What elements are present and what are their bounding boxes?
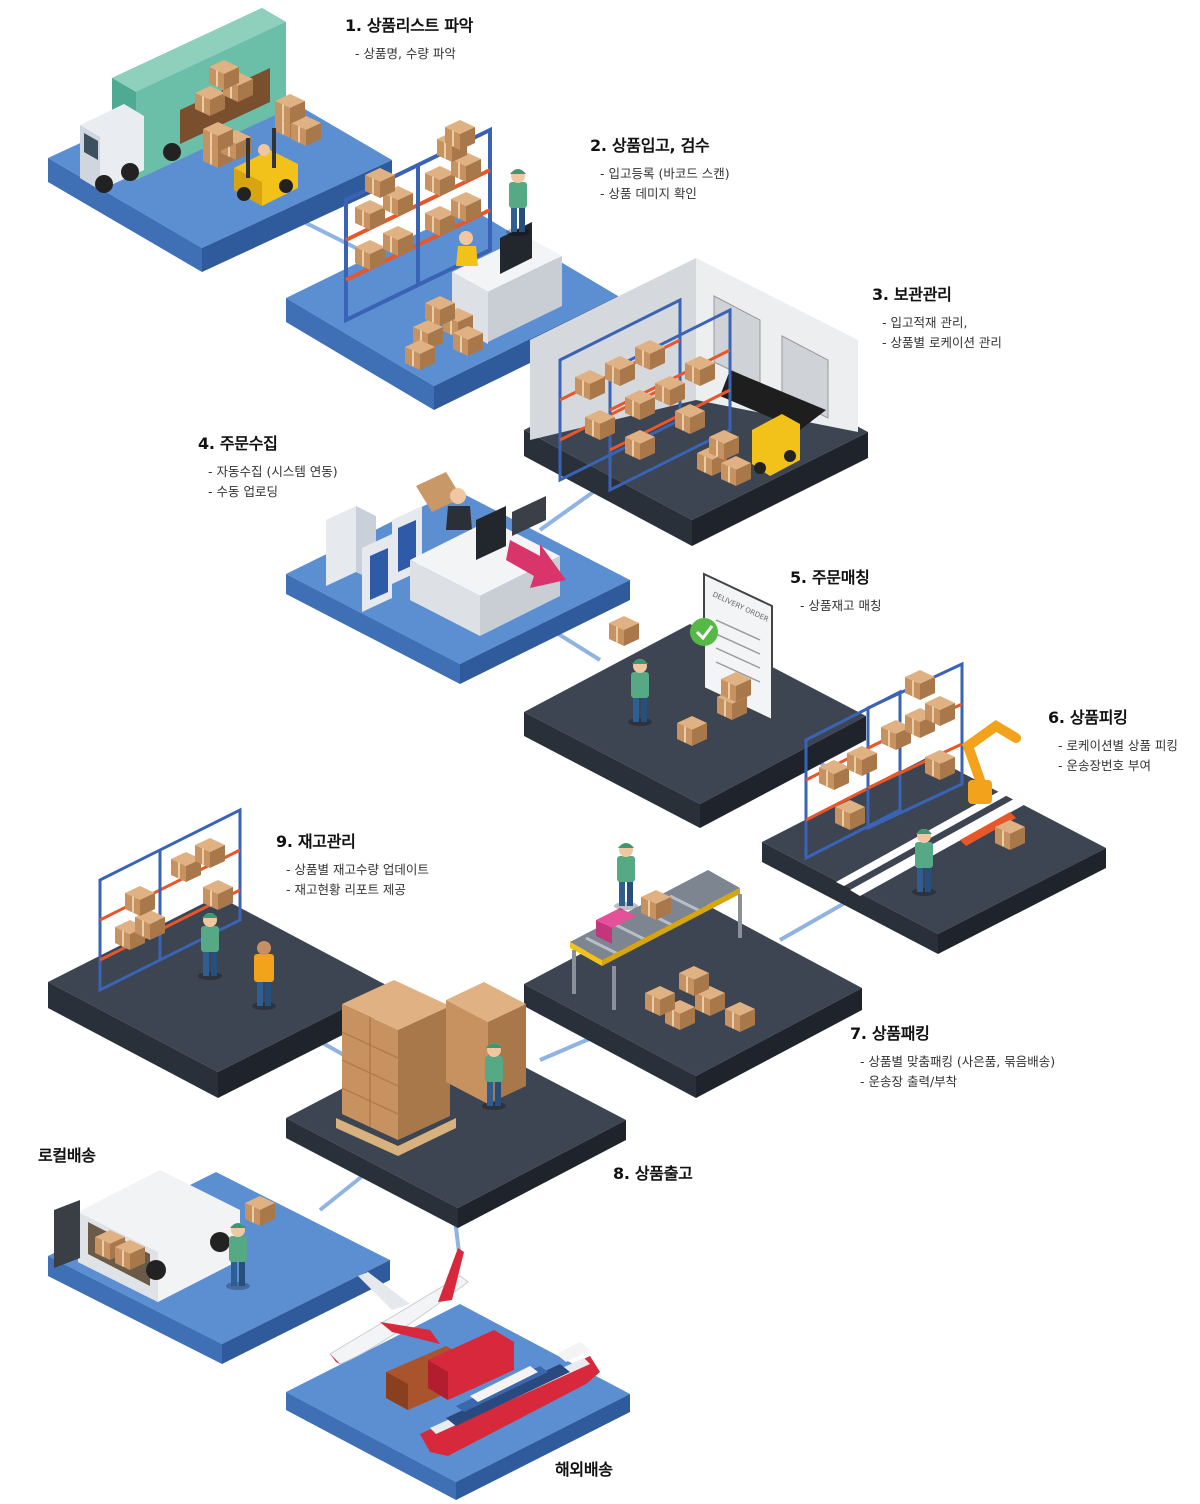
step-9-label: 9. 재고관리 상품별 재고수량 업데이트 재고현황 리포트 제공 xyxy=(276,828,429,900)
platform-1-receiving-truck xyxy=(48,8,392,272)
step-3-item-1: 입고적재 관리, xyxy=(882,313,1002,333)
step-4-label: 4. 주문수집 자동수집 (시스템 연동) 수동 업로딩 xyxy=(198,430,338,502)
platform-local-delivery xyxy=(48,1170,390,1364)
platform-9-inventory xyxy=(48,807,388,1098)
step-2-item-1: 입고등록 (바코드 스캔) xyxy=(600,164,729,184)
step-8-label: 8. 상품출고 xyxy=(613,1160,693,1184)
step-7-label: 7. 상품패킹 상품별 맞춤패킹 (사은품, 묶음배송) 운송장 출력/부착 xyxy=(850,1020,1055,1092)
airplane-graphic xyxy=(329,1248,469,1365)
step-2-title: 2. 상품입고, 검수 xyxy=(590,136,710,155)
local-delivery-title: 로컬배송 xyxy=(38,1146,96,1165)
step-6-item-1: 로케이션별 상품 피킹 xyxy=(1058,736,1177,756)
step-4-item-1: 자동수집 (시스템 연동) xyxy=(208,462,337,482)
platform-6-picking xyxy=(762,661,1106,954)
step-9-title: 9. 재고관리 xyxy=(276,832,356,851)
step-6-item-2: 운송장번호 부여 xyxy=(1058,756,1178,776)
step-2-label: 2. 상품입고, 검수 입고등록 (바코드 스캔) 상품 데미지 확인 xyxy=(590,132,730,204)
step-4-item-2: 수동 업로딩 xyxy=(208,482,338,502)
step-6-label: 6. 상품피킹 로케이션별 상품 피킹 운송장번호 부여 xyxy=(1048,704,1178,776)
platform-3-storage xyxy=(524,258,868,546)
platform-overseas-delivery xyxy=(286,1248,630,1500)
step-3-label: 3. 보관관리 입고적재 관리, 상품별 로케이션 관리 xyxy=(872,281,1002,353)
overseas-delivery-title: 해외배송 xyxy=(555,1460,613,1479)
step-1-item-1: 상품명, 수량 파악 xyxy=(355,44,473,64)
step-8-title: 8. 상품출고 xyxy=(613,1164,693,1183)
overseas-delivery-label: 해외배송 xyxy=(555,1456,613,1480)
step-7-item-1: 상품별 맞춤패킹 (사은품, 묶음배송) xyxy=(860,1052,1055,1072)
local-delivery-label: 로컬배송 xyxy=(38,1142,96,1166)
step-4-title: 4. 주문수집 xyxy=(198,434,278,453)
container-ship-graphic xyxy=(420,1342,600,1456)
platform-4-order-collection xyxy=(286,472,630,684)
step-9-item-1: 상품별 재고수량 업데이트 xyxy=(286,860,428,880)
step-3-item-2: 상품별 로케이션 관리 xyxy=(882,333,1001,353)
step-3-title: 3. 보관관리 xyxy=(872,285,952,304)
platform-8-outbound xyxy=(286,980,626,1228)
platform-7-packing xyxy=(524,843,862,1098)
step-7-title: 7. 상품패킹 xyxy=(850,1024,930,1043)
step-5-title: 5. 주문매칭 xyxy=(790,568,870,587)
step-1-title: 1. 상품리스트 파악 xyxy=(345,16,474,35)
step-7-item-2: 운송장 출력/부착 xyxy=(860,1072,1055,1092)
platform-5-order-matching: DELIVERY ORDER xyxy=(524,572,866,828)
step-9-item-2: 재고현황 리포트 제공 xyxy=(286,880,429,900)
step-5-label: 5. 주문매칭 상품재고 매칭 xyxy=(790,564,881,616)
step-5-item-1: 상품재고 매칭 xyxy=(800,596,881,616)
step-6-title: 6. 상품피킹 xyxy=(1048,708,1128,727)
step-1-label: 1. 상품리스트 파악 상품명, 수량 파악 xyxy=(345,12,473,64)
step-2-item-2: 상품 데미지 확인 xyxy=(600,184,730,204)
